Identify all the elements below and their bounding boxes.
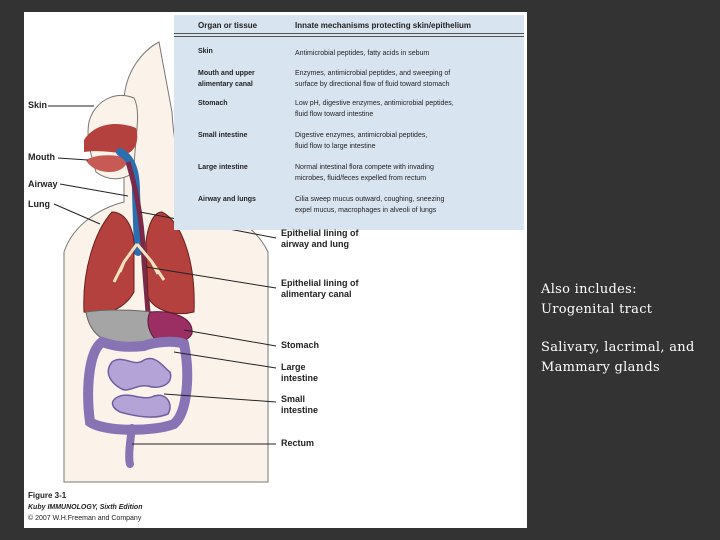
leader-stomach — [183, 329, 277, 347]
table-organ-large-intestine: Large intestine — [198, 164, 248, 171]
label-rectum: Rectum — [281, 438, 315, 448]
table-rule-top-2 — [174, 36, 524, 37]
figure-panel: Organ or tissue Innate mechanisms protec… — [24, 12, 527, 528]
label-airway-epithelium-2: airway and lung — [281, 239, 350, 249]
side-text-line4: Mammary glands — [541, 360, 660, 375]
table-organ-mouth-2: alimentary canal — [198, 81, 253, 88]
table-mech-airway-1: Cilia sweep mucus outward, coughing, sne… — [295, 196, 445, 203]
table-organ-mouth-1: Mouth and upper — [198, 70, 255, 77]
label-stomach: Stomach — [281, 340, 320, 350]
side-text-line3: Salivary, lacrimal, and — [541, 340, 695, 355]
esophagus — [125, 161, 151, 313]
label-skin: Skin — [28, 100, 48, 110]
table-organ-stomach: Stomach — [198, 100, 228, 107]
label-lung: Lung — [28, 199, 50, 209]
label-mouth: Mouth — [28, 152, 55, 162]
side-text-line2: Urogenital tract — [541, 302, 653, 317]
label-large-intestine-1: Large — [281, 362, 306, 372]
label-airway: Airway — [28, 179, 58, 189]
mechanism-table — [174, 15, 524, 230]
leader-small — [163, 393, 277, 403]
table-organ-small-intestine: Small intestine — [198, 132, 248, 139]
table-mech-small-1: Digestive enzymes, antimicrobial peptide… — [295, 132, 428, 139]
label-small-intestine-2: intestine — [281, 405, 319, 415]
label-alimentary-epithelium-1: Epithelial lining of — [281, 278, 359, 288]
large-intestine — [83, 336, 193, 435]
leader-large — [173, 351, 277, 369]
leader-airway — [59, 183, 129, 197]
anatomy-illustration — [48, 41, 277, 483]
leader-alim-epi — [145, 266, 277, 289]
label-airway-epithelium-1: Epithelial lining of — [281, 228, 359, 238]
small-intestine — [107, 357, 172, 418]
table-mech-airway-2: expel mucus, macrophages in alveoli of l… — [295, 207, 437, 214]
table-header-organ: Organ or tissue — [198, 21, 258, 30]
table-mech-skin: Antimicrobial peptides, fatty acids in s… — [295, 50, 430, 57]
table-rule-top — [174, 33, 524, 34]
table-mech-large-1: Normal intestinal flora compete with inv… — [295, 164, 434, 171]
leader-lung — [53, 203, 101, 225]
table-organ-airway: Airway and lungs — [198, 196, 256, 203]
table-mech-stomach-2: fluid flow toward intestine — [295, 111, 374, 118]
table-mech-small-2: fluid flow to large intestine — [295, 143, 376, 150]
table-header-mechanism: Innate mechanisms protecting skin/epithe… — [295, 21, 472, 30]
mouth-cavity — [86, 155, 128, 172]
nasal-cavity — [84, 124, 138, 154]
caption-copyright: © 2007 W.H.Freeman and Company — [28, 515, 142, 522]
side-text-line1: Also includes: — [541, 282, 637, 297]
caption-figure-number: Figure 3-1 — [28, 491, 67, 500]
table-mech-large-2: microbes, fluid/feces expelled from rect… — [295, 175, 427, 182]
label-small-intestine-1: Small — [281, 394, 306, 404]
table-organ-skin: Skin — [198, 48, 213, 55]
leader-mouth — [57, 157, 89, 161]
label-alimentary-epithelium-2: alimentary canal — [281, 289, 352, 299]
bronchi — [112, 243, 166, 283]
label-large-intestine-2: intestine — [281, 373, 319, 383]
table-mech-mouth-1: Enzymes, antimicrobial peptides, and swe… — [295, 70, 451, 77]
rectum — [125, 424, 136, 468]
caption-book-title: Kuby IMMUNOLOGY, Sixth Edition — [28, 504, 143, 511]
table-mech-mouth-2: surface by directional flow of fluid tow… — [295, 81, 450, 88]
table-mech-stomach-1: Low pH, digestive enzymes, antimicrobial… — [295, 100, 454, 107]
